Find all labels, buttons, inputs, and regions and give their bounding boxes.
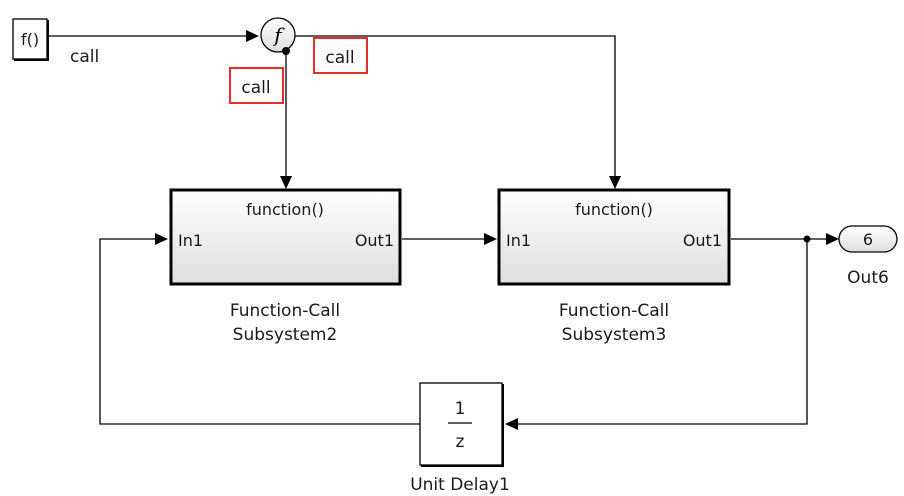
function-call-subsystem3-block[interactable]: function() In1 Out1 bbox=[497, 188, 731, 286]
sub3-name-line2: Subsystem3 bbox=[562, 325, 667, 345]
sub2-in-port: In1 bbox=[178, 231, 203, 250]
out6-port-number: 6 bbox=[863, 230, 873, 249]
signal-label-gen: call bbox=[70, 47, 99, 67]
wire-feedback-to-delay[interactable] bbox=[505, 239, 808, 430]
outport-out6-block[interactable]: 6 bbox=[838, 225, 898, 253]
unit-delay-block[interactable]: 1 z bbox=[419, 382, 504, 467]
out6-name: Out6 bbox=[847, 268, 889, 288]
sub3-name-line1: Function-Call bbox=[559, 301, 669, 321]
wire-split-to-sub2[interactable] bbox=[280, 52, 292, 189]
sub3-in-port: In1 bbox=[506, 231, 531, 250]
function-call-subsystem2-block[interactable]: function() In1 Out1 bbox=[169, 188, 402, 286]
branch-dot bbox=[282, 47, 290, 55]
wire-sub3-to-out6[interactable] bbox=[731, 233, 839, 245]
delay-numerator: 1 bbox=[455, 399, 466, 419]
wire-split-to-sub3[interactable] bbox=[295, 35, 621, 189]
delay-denominator: z bbox=[456, 432, 465, 452]
wire-delay-to-sub2[interactable] bbox=[99, 233, 420, 425]
call-label-sub3-highlight: call bbox=[313, 37, 368, 74]
sub3-header: function() bbox=[575, 200, 653, 219]
sub2-name-line2: Subsystem2 bbox=[233, 325, 338, 345]
wire-gen-to-split[interactable] bbox=[49, 30, 259, 42]
sub2-out-port: Out1 bbox=[355, 231, 394, 250]
call-label-sub2-highlight: call bbox=[229, 67, 284, 104]
wire-sub2-to-sub3[interactable] bbox=[402, 233, 497, 245]
function-call-split-block[interactable]: f bbox=[260, 17, 296, 55]
sub2-name-line1: Function-Call bbox=[230, 301, 340, 321]
svg-text:call: call bbox=[325, 48, 354, 68]
svg-text:call: call bbox=[241, 78, 270, 98]
function-call-generator-block[interactable]: f() bbox=[12, 18, 49, 61]
sub3-out-port: Out1 bbox=[683, 231, 722, 250]
unit-delay-name: Unit Delay1 bbox=[410, 475, 510, 495]
sub2-header: function() bbox=[246, 200, 324, 219]
generator-label: f() bbox=[21, 30, 39, 49]
